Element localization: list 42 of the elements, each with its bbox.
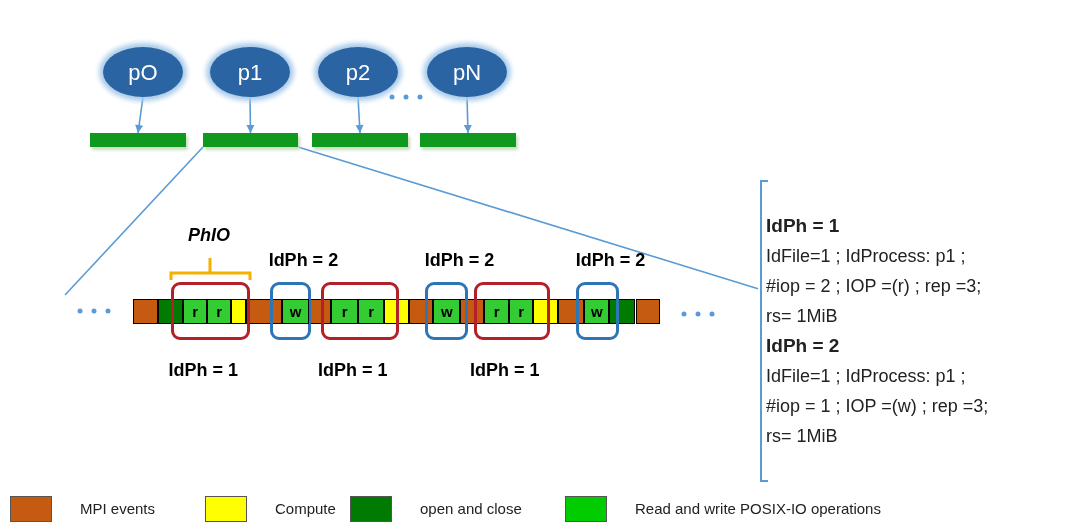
phase-heading: IdPh = 1 [766,214,841,238]
arrow [355,96,364,134]
phase-detail: IdFile=1 ; IdProcess: p1 ; [766,365,967,388]
phase-detail: IdFile=1 ; IdProcess: p1 ; [766,245,967,268]
legend-label: Read and write POSIX-IO operations [635,498,881,519]
phase-label: IdPh = 1 [318,359,388,382]
operation-cell: r [183,299,207,324]
legend-label: MPI events [80,498,156,519]
phase-heading: IdPh = 2 [766,334,841,358]
legend-label: Compute [275,498,336,519]
phase-name-label: PhIO [188,224,230,247]
operation-cell: r [206,299,232,324]
process-ellipse: p1 [210,47,290,97]
process-bar [203,133,298,147]
phase-label: IdPh = 2 [424,249,495,272]
phase-detail: #iop = 2 ; IOP =(r) ; rep =3; [766,275,983,298]
operation-cell: w [433,299,460,324]
process-bar [90,133,186,147]
zoom-line [297,146,759,290]
operation-cell: r [484,299,509,324]
phase-detail: rs= 1MiB [766,425,839,448]
operation-cell: w [584,299,609,324]
phase-label: IdPh = 1 [168,359,238,382]
legend-label: open and close [420,498,522,519]
phase-label: IdPh = 2 [575,249,646,272]
phase-label: IdPh = 1 [470,359,540,382]
arrow [246,96,255,134]
process-ellipse: pO [103,47,183,97]
phase-detail: rs= 1MiB [766,305,839,328]
process-bar [312,133,408,147]
operation-cell: r [331,299,358,324]
process-bar [420,133,516,147]
operation-cell: w [282,299,309,324]
phase-detail: #iop = 1 ; IOP =(w) ; rep =3; [766,395,990,418]
process-ellipse: p2 [318,47,398,97]
arrow [135,96,144,134]
process-ellipse: pN [427,47,507,97]
arrow [463,96,472,134]
phase-label: IdPh = 2 [268,249,339,272]
operation-cell: r [508,299,534,324]
operation-cell: r [357,299,385,324]
zoom-line [64,146,204,296]
